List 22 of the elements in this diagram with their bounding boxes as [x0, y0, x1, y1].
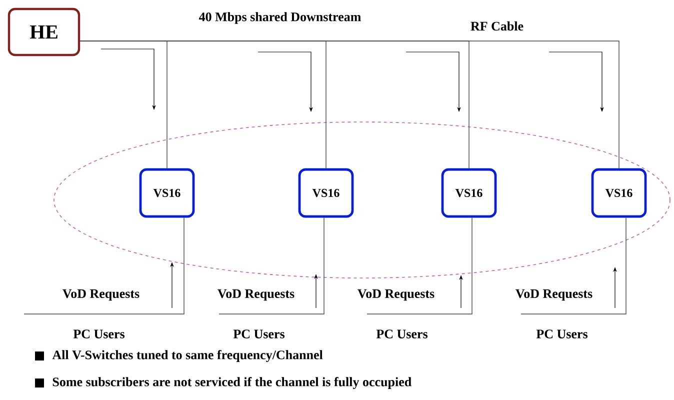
request-label: VoD Requests	[218, 289, 294, 301]
user-label: PC Users	[376, 330, 428, 338]
connector-line	[520, 217, 626, 314]
request-label: VoD Requests	[358, 289, 434, 301]
switch-box: VS16	[139, 168, 195, 218]
user-label: PC Users	[536, 330, 588, 338]
switch-box: VS16	[298, 168, 354, 218]
connector-line	[366, 217, 472, 314]
request-label: VoD Requests	[62, 289, 140, 301]
connector-line	[218, 217, 324, 314]
process-box: HE	[8, 8, 80, 56]
switch-box: VS16	[441, 168, 497, 218]
connector-line	[24, 217, 184, 314]
bullet-text: Some subscribers are not serviced if the channel is fully occupied	[52, 377, 412, 389]
request-label: VoD Requests	[516, 289, 592, 301]
caption-text: 40 Mbps shared Downstream	[198, 12, 361, 24]
connector-line	[80, 40, 620, 169]
user-label: PC Users	[233, 330, 284, 338]
caption-text: RF Cable	[470, 21, 524, 31]
switch-box: VS16	[591, 168, 647, 218]
user-label: PC Users	[73, 330, 124, 338]
bullet-text: All V-Switches tuned to same frequency/Channel	[52, 350, 323, 362]
